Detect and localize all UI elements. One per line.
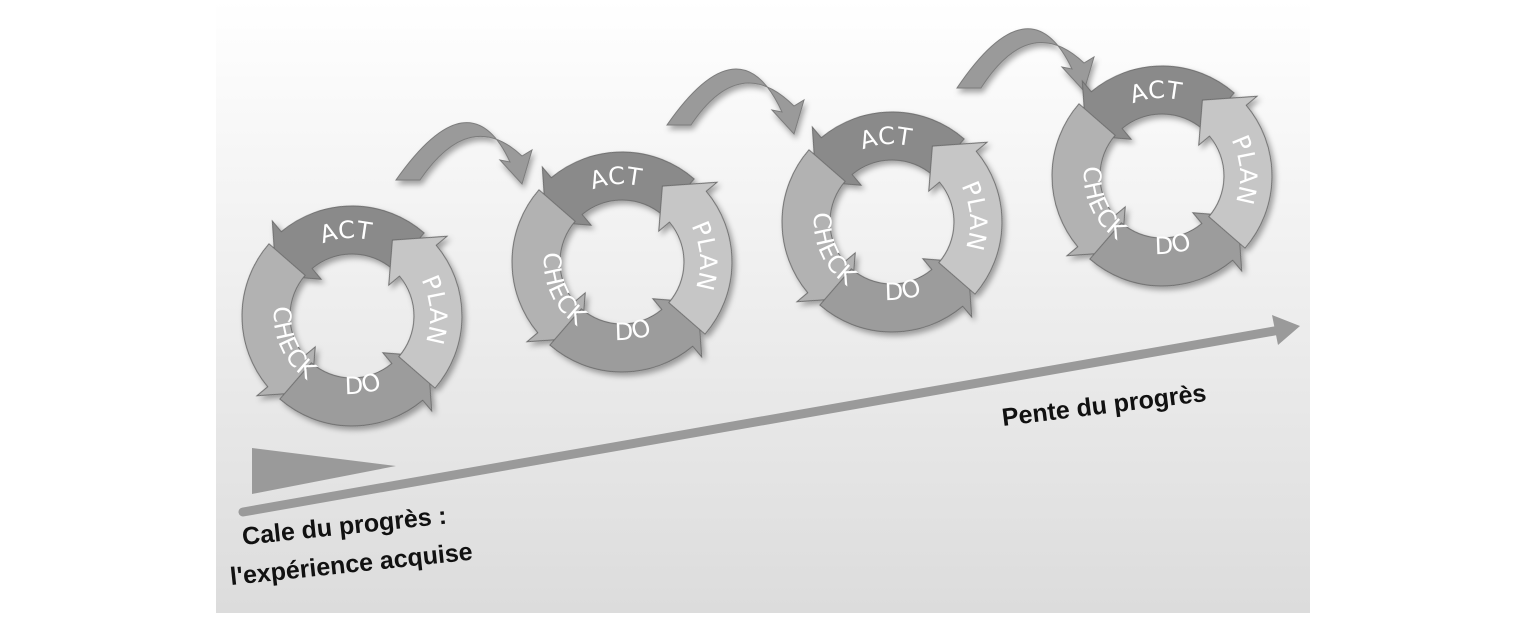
cycle-2-do-segment: [549, 298, 703, 373]
cycle-1-do-segment: [279, 352, 433, 427]
cycle-1-check-segment: [241, 243, 316, 397]
pdca-cycle-4: [1051, 65, 1273, 287]
cycle-2-plan-segment: [658, 181, 733, 335]
cycle-3-plan-segment: [928, 141, 1003, 295]
cycle-3-check-segment: [781, 149, 856, 303]
cycle-4-do-segment: [1089, 212, 1243, 287]
cycle-4-act-segment: [1081, 65, 1235, 140]
experience-wedge: [252, 448, 396, 494]
cycle-4-plan-segment: [1198, 95, 1273, 249]
cycle-1-act-segment: [271, 205, 425, 280]
cycle-1-plan-segment: [388, 235, 463, 389]
cycle-3-do-segment: [819, 258, 973, 333]
transition-arrow-1: [395, 122, 533, 185]
cycle-2-act-segment: [541, 151, 695, 226]
transition-arrow-2: [666, 68, 805, 135]
pdca-cycle-2: [511, 151, 733, 373]
pdca-cycle-3: [781, 111, 1003, 333]
cycle-2-check-segment: [511, 189, 586, 343]
cycle-4-check-segment: [1051, 103, 1126, 257]
cycle-3-act-segment: [811, 111, 965, 186]
pdca-cycle-1: [241, 205, 463, 427]
progress-slope-arrow: [238, 315, 1300, 517]
